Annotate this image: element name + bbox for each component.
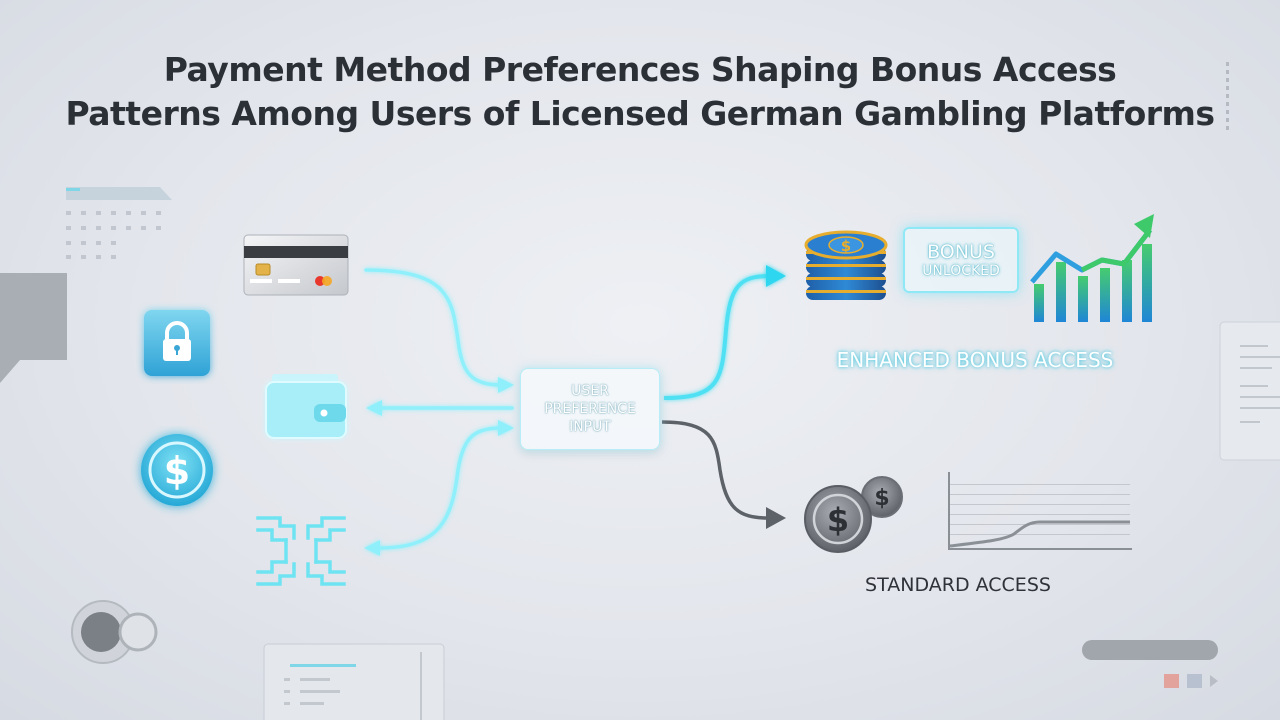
- bonus-unlocked-badge: BONUS UNLOCKED: [903, 227, 1019, 293]
- credit-card-icon: [243, 234, 349, 296]
- arrowhead-wallet: [366, 400, 382, 416]
- title-line-2: Patterns Among Users of Licensed German …: [65, 94, 1215, 133]
- flat-chart-icon: [948, 472, 1132, 550]
- user-preference-input-node: USER PREFERENCE INPUT: [520, 368, 660, 450]
- lock-icon: [144, 310, 210, 376]
- page-title: Payment Method Preferences Shaping Bonus…: [0, 48, 1280, 136]
- hub-label-line-2: PREFERENCE: [544, 401, 636, 417]
- svg-text:$: $: [164, 449, 190, 493]
- card-to-hub-connector: [364, 268, 504, 387]
- dollar-coin-icon: $: [141, 434, 213, 506]
- hub-label-line-1: USER: [571, 383, 609, 399]
- enhanced-arrow: [663, 274, 771, 400]
- casino-chips-icon: $: [804, 230, 888, 300]
- arrowhead-crypto-out: [364, 540, 380, 556]
- svg-text:$: $: [841, 237, 851, 255]
- crypto-network-icon: [256, 516, 346, 586]
- title-line-1: Payment Method Preferences Shaping Bonus…: [163, 50, 1117, 89]
- enhanced-bonus-access-label: ENHANCED BONUS ACCESS: [836, 348, 1114, 372]
- growth-chart-icon: [1030, 214, 1154, 322]
- svg-text:$: $: [874, 486, 889, 511]
- bonus-badge-line-2: UNLOCKED: [922, 262, 1000, 279]
- hub-label-line-3: INPUT: [569, 419, 611, 435]
- enhanced-arrowhead: [766, 265, 786, 287]
- arrowhead-card: [498, 377, 514, 393]
- standard-access-label: STANDARD ACCESS: [865, 574, 1051, 596]
- svg-text:$: $: [827, 501, 849, 539]
- grey-coins-icon: $ $: [804, 476, 903, 553]
- standard-arrow: [661, 420, 769, 520]
- wallet-icon: [265, 374, 347, 439]
- crypto-to-hub-connector: [376, 426, 502, 550]
- arrowhead-crypto-in: [498, 420, 514, 436]
- standard-arrowhead: [766, 507, 786, 529]
- bonus-badge-line-1: BONUS: [927, 240, 995, 263]
